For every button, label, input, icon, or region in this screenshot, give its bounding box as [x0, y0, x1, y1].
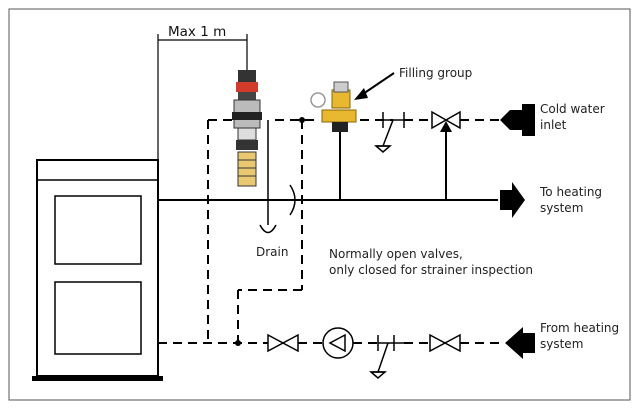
- max-distance-label: Max 1 m: [168, 24, 227, 40]
- filling-group-label: Filling group: [399, 66, 473, 80]
- boiler-base: [32, 376, 163, 381]
- boiler-lower-panel: [54, 281, 142, 355]
- boiler: [32, 159, 163, 381]
- dashed-verticals: [207, 120, 303, 343]
- from-heating-label-2: system: [540, 337, 584, 351]
- mixing-valve: [232, 70, 262, 187]
- max-distance-dimension: [157, 34, 248, 160]
- strainer-bottom: [368, 335, 404, 379]
- boiler-upper-panel: [54, 195, 142, 265]
- junction-dot: [235, 340, 241, 346]
- circulation-pump: [322, 327, 354, 359]
- to-heating-arrow: [500, 182, 525, 218]
- diagram-frame: [8, 8, 631, 401]
- cold-water-arrow: [500, 104, 535, 136]
- from-heating-arrow: [505, 327, 535, 359]
- to-heating-label-1: To heating: [540, 185, 603, 199]
- filling-group-pointer: [354, 72, 395, 100]
- normally-open-label-1: Normally open valves,: [329, 247, 463, 261]
- filling-group: [310, 81, 357, 132]
- valve-return-1: [267, 333, 299, 353]
- to-heating-label-2: system: [540, 201, 584, 215]
- cold-water-inlet-label-1: Cold water: [540, 102, 605, 116]
- valve-cold-inlet: [431, 110, 461, 130]
- normally-open-label-2: only closed for strainer inspection: [329, 263, 533, 277]
- drain-label: Drain: [256, 245, 289, 259]
- drain-pipe: [259, 120, 296, 234]
- valve-return-2: [429, 333, 461, 353]
- junction-dot: [299, 117, 305, 123]
- cold-water-inlet-label-2: inlet: [540, 118, 567, 132]
- strainer-top: [373, 112, 405, 153]
- from-heating-label-1: From heating: [540, 321, 620, 335]
